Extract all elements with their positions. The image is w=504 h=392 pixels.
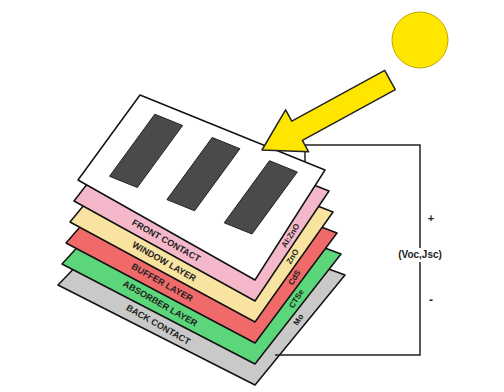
layer-name: WINDOW LAYER (130, 240, 197, 283)
layer-material: CTSe (288, 288, 306, 310)
polarity-mark: + (428, 213, 434, 224)
light-arrow (262, 70, 395, 151)
contact-finger (167, 138, 240, 211)
layer-material: Mo (293, 312, 306, 326)
layer-name: BACK CONTACT (124, 303, 191, 346)
contact-finger (224, 161, 297, 234)
output-label: (Voc,Jsc) (396, 248, 444, 262)
polarity-mark: - (429, 294, 433, 306)
layer-material: Al:ZnO (280, 222, 301, 249)
layer-name: FRONT CONTACT (130, 218, 201, 264)
sun (392, 12, 448, 68)
contact-finger (110, 114, 183, 187)
layer-material: ZnO (285, 248, 300, 266)
layer-material: CdS (287, 269, 302, 287)
